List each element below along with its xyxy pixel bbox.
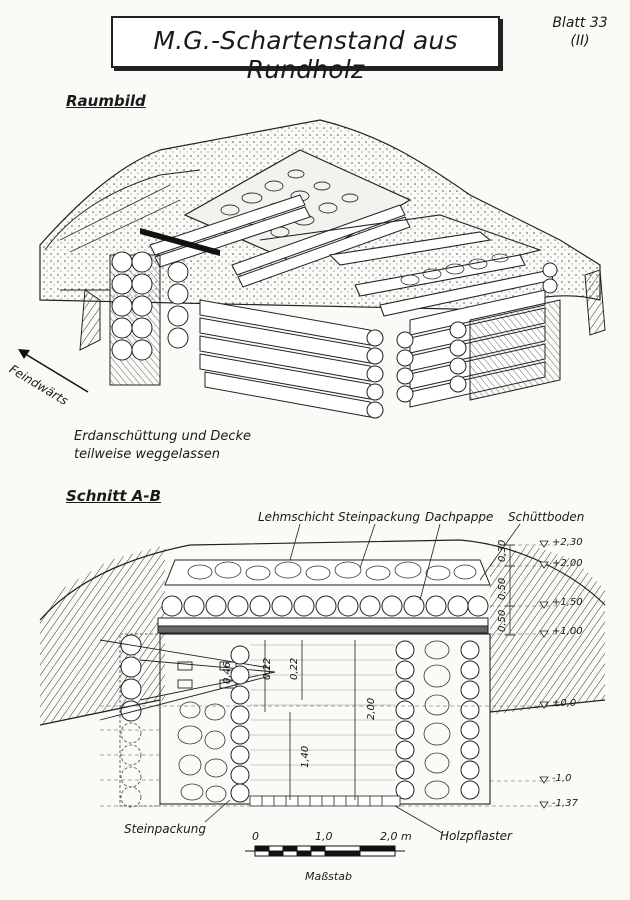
scale-label: Maßstab bbox=[305, 870, 352, 883]
elevation-label: +1,50 bbox=[552, 597, 583, 608]
caption-line-1: Erdanschüttung und Decke bbox=[74, 429, 252, 444]
dim-0-50-a: 0,50 bbox=[497, 578, 508, 600]
dim-0-22-a: 0,22 bbox=[262, 658, 273, 680]
dim-1-40: 1,40 bbox=[300, 746, 311, 768]
sheet-line-2: (II) bbox=[570, 33, 590, 49]
dim-0-46: 0,46 bbox=[222, 662, 233, 684]
label-dachpappe: Dachpappe bbox=[425, 510, 494, 524]
dim-0-50-b: 0,50 bbox=[497, 610, 508, 632]
elevation-label: +1,00 bbox=[552, 626, 583, 637]
schnitt-heading: Schnitt A-B bbox=[66, 487, 162, 505]
scale-tick-1: 1,0 bbox=[315, 830, 333, 843]
dim-0-30: 0,30 bbox=[497, 540, 508, 562]
elevation-label: +2,30 bbox=[552, 537, 583, 548]
label-steinpackung-bottom: Steinpackung bbox=[124, 822, 206, 836]
raumbild-heading: Raumbild bbox=[66, 92, 146, 110]
label-steinpackung-top: Steinpackung bbox=[338, 510, 420, 524]
elevation-label: -1,37 bbox=[552, 798, 578, 809]
caption-line-2: teilweise weggelassen bbox=[74, 447, 220, 462]
label-lehmschicht: Lehmschicht bbox=[258, 510, 335, 524]
sheet-line-1: Blatt 33 bbox=[552, 15, 608, 31]
label-holzpflaster: Holzpflaster bbox=[440, 829, 512, 843]
scale-tick-2: 2,0 m bbox=[380, 830, 412, 843]
elevation-label: -1,0 bbox=[552, 773, 572, 784]
scale-tick-0: 0 bbox=[252, 830, 259, 843]
raumbild-caption: Erdanschüttung und Decke teilweise wegge… bbox=[74, 428, 251, 464]
elevation-label: ±0,0 bbox=[552, 698, 577, 709]
page-title: M.G.-Schartenstand aus Rundholz bbox=[153, 26, 458, 84]
sheet-number: Blatt 33 (II) bbox=[545, 14, 615, 50]
dim-2-00: 2,00 bbox=[366, 698, 377, 720]
elevation-label: +2,00 bbox=[552, 558, 583, 569]
title-box: M.G.-Schartenstand aus Rundholz bbox=[111, 16, 500, 84]
label-schuttboden: Schüttboden bbox=[508, 510, 585, 524]
dim-0-22-b: 0,22 bbox=[289, 658, 300, 680]
